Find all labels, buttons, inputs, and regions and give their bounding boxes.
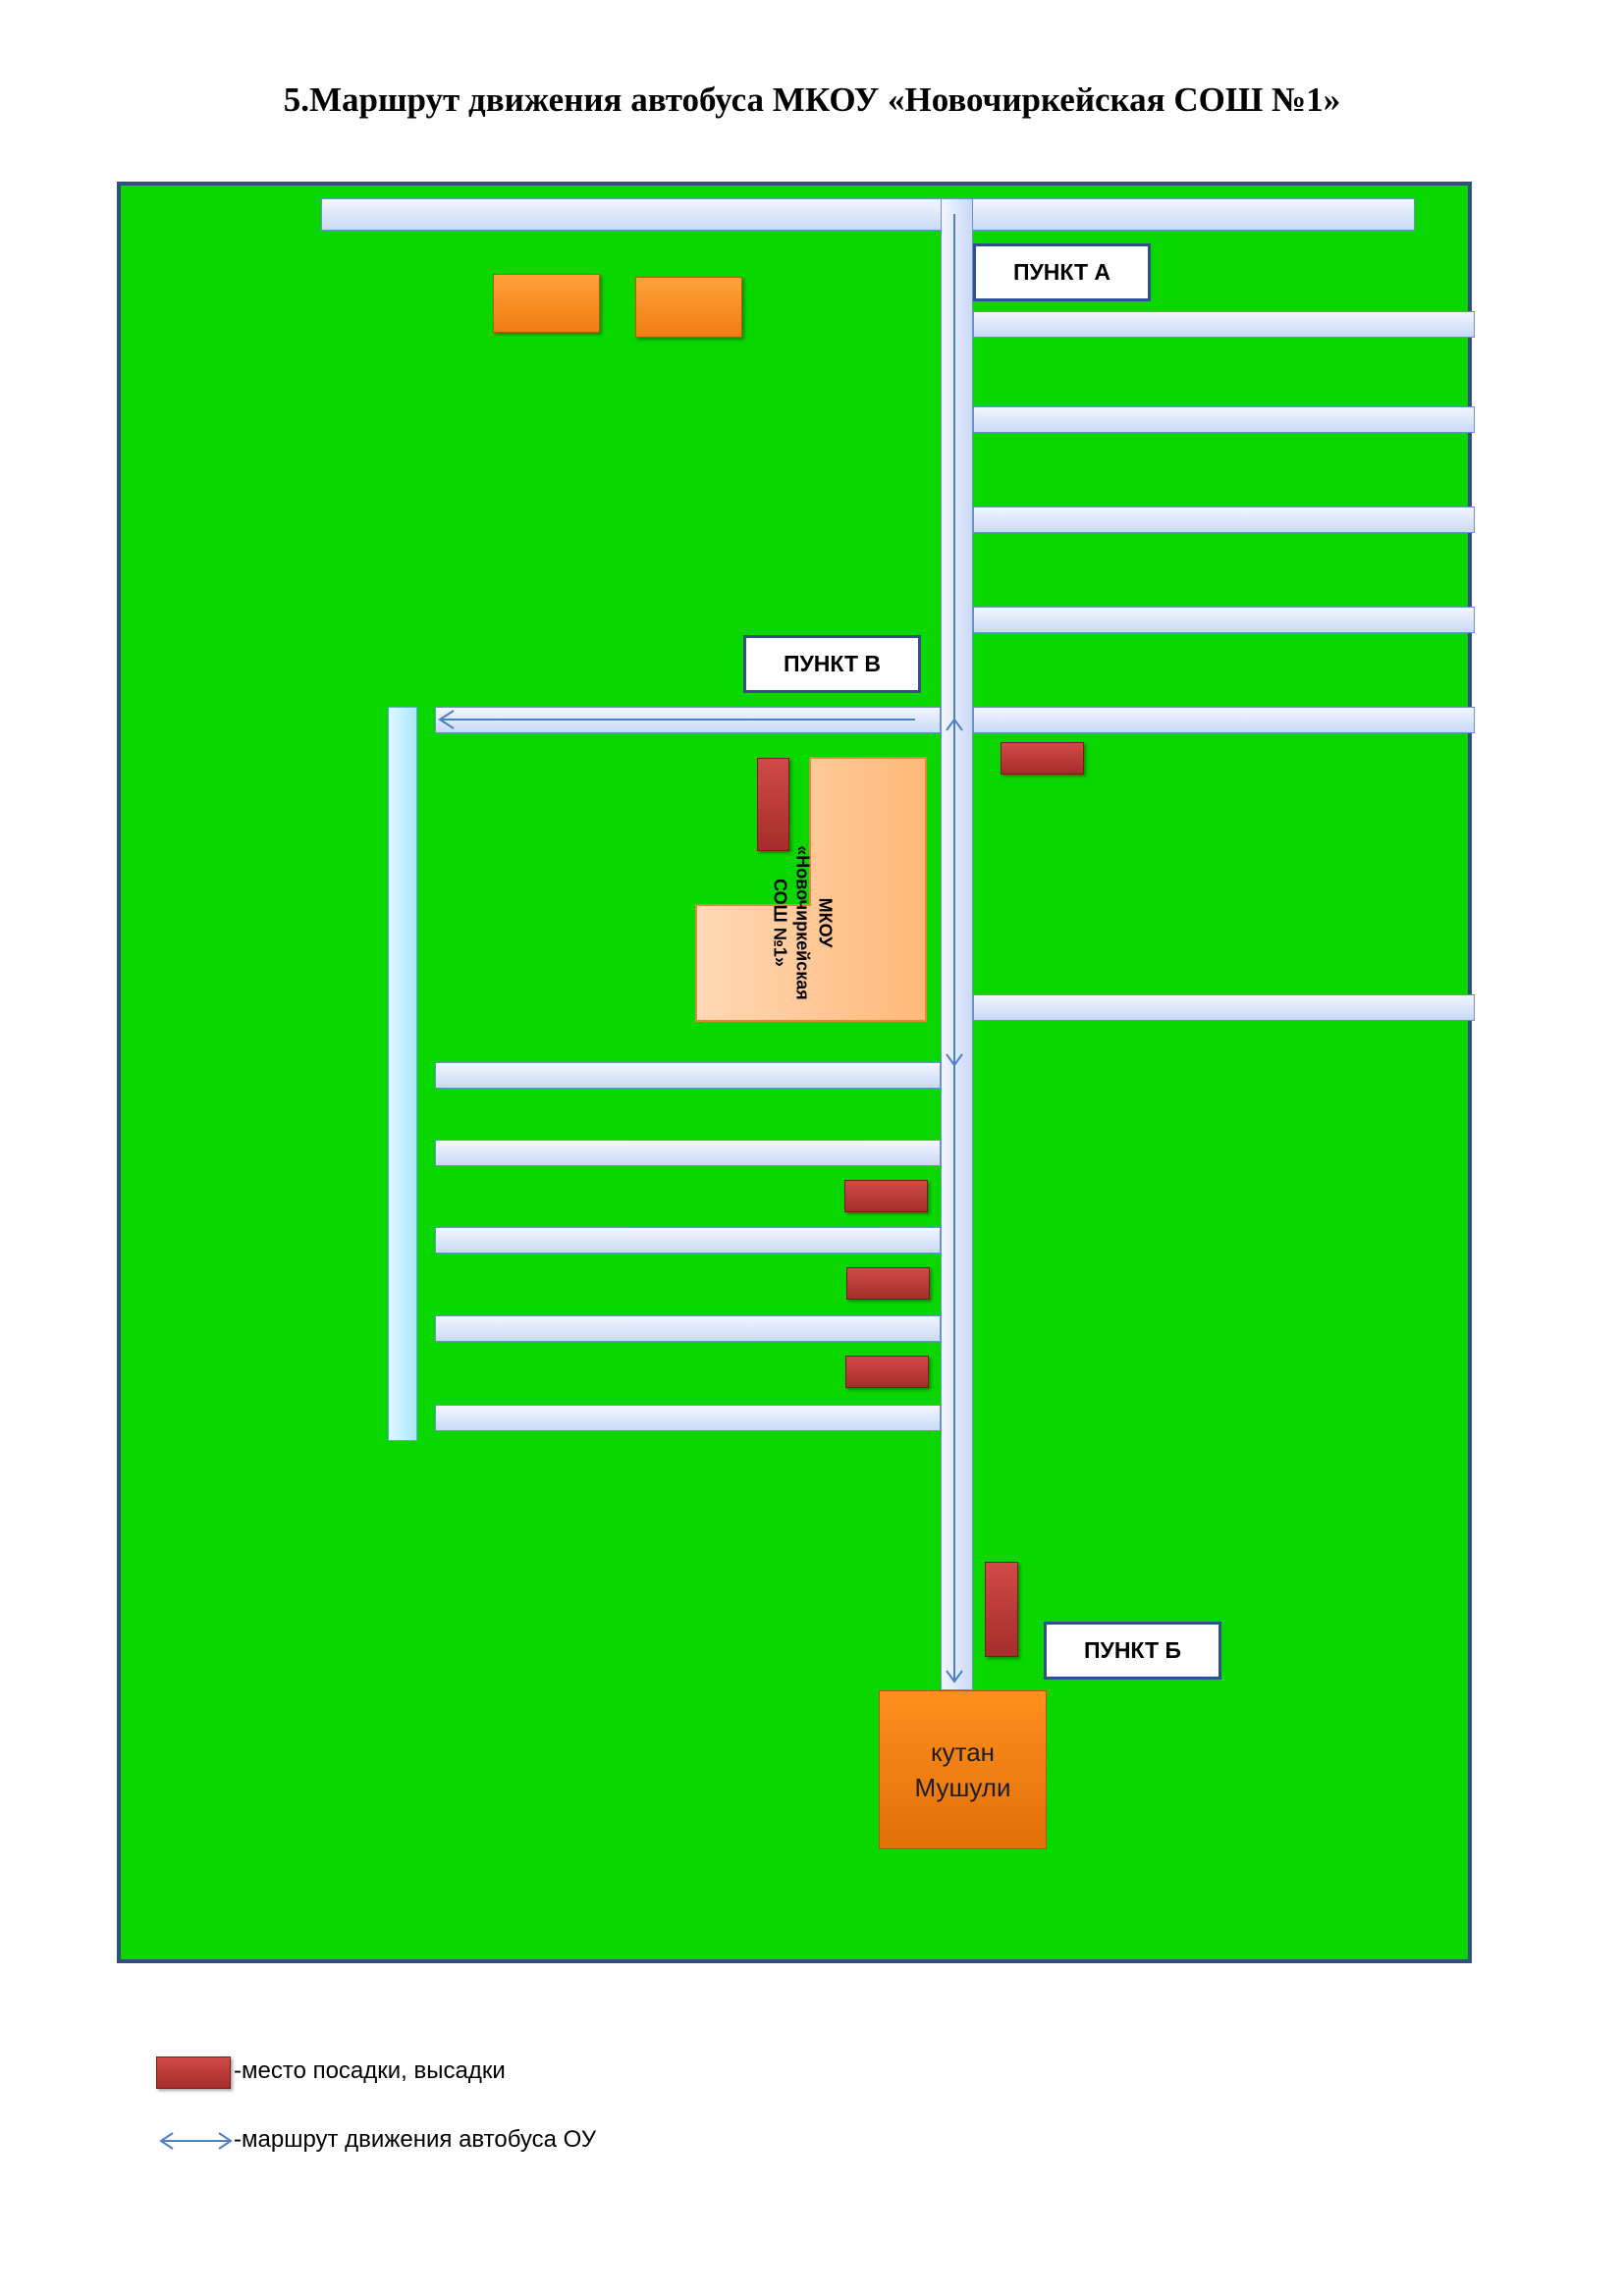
- road-left-4: [435, 1315, 941, 1342]
- stop-marker-left-2: [846, 1267, 930, 1300]
- route-arrow-down-head-1: [946, 1053, 963, 1067]
- stop-marker-right: [1001, 742, 1084, 774]
- point-b-label: ПУНКТ Б: [1044, 1622, 1221, 1680]
- road-right-2: [973, 406, 1475, 433]
- stop-marker-left-3: [845, 1356, 929, 1388]
- road-right-3: [973, 507, 1475, 533]
- route-arrow-left-head: [438, 710, 455, 729]
- stop-marker-point-b: [985, 1562, 1018, 1657]
- road-main-vertical: [941, 198, 973, 1690]
- route-arrow-up-head: [946, 718, 963, 731]
- kutan-label-line-2: Мушули: [914, 1773, 1011, 1802]
- road-side-vertical: [388, 707, 417, 1441]
- stop-marker-school: [757, 758, 789, 851]
- route-arrow-down-head-2: [946, 1670, 963, 1683]
- kutan-label-line-1: кутан: [930, 1737, 996, 1767]
- road-right-6: [973, 994, 1475, 1021]
- page-title: 5.Маршрут движения автобуса МКОУ «Новочи…: [283, 80, 1341, 119]
- stop-marker-left-1: [844, 1180, 928, 1212]
- road-left-1: [435, 1062, 941, 1089]
- road-right-5: [973, 707, 1475, 733]
- legend-stop-label: -место посадки, высадки: [234, 2057, 506, 2084]
- road-left-5: [435, 1405, 941, 1431]
- road-left-3: [435, 1227, 941, 1254]
- road-right-1: [973, 311, 1475, 338]
- road-top: [321, 198, 1415, 231]
- road-right-4: [973, 607, 1475, 633]
- building-2: [635, 277, 742, 338]
- kutan-mushuli: кутан Мушули: [879, 1690, 1047, 1849]
- building-1: [493, 274, 600, 333]
- point-v-label: ПУНКТ В: [743, 635, 921, 693]
- legend-route-label: -маршрут движения автобуса ОУ: [234, 2126, 597, 2153]
- road-left-2: [435, 1140, 941, 1166]
- point-a-label: ПУНКТ А: [973, 243, 1151, 301]
- legend-stop-swatch: [156, 2056, 231, 2089]
